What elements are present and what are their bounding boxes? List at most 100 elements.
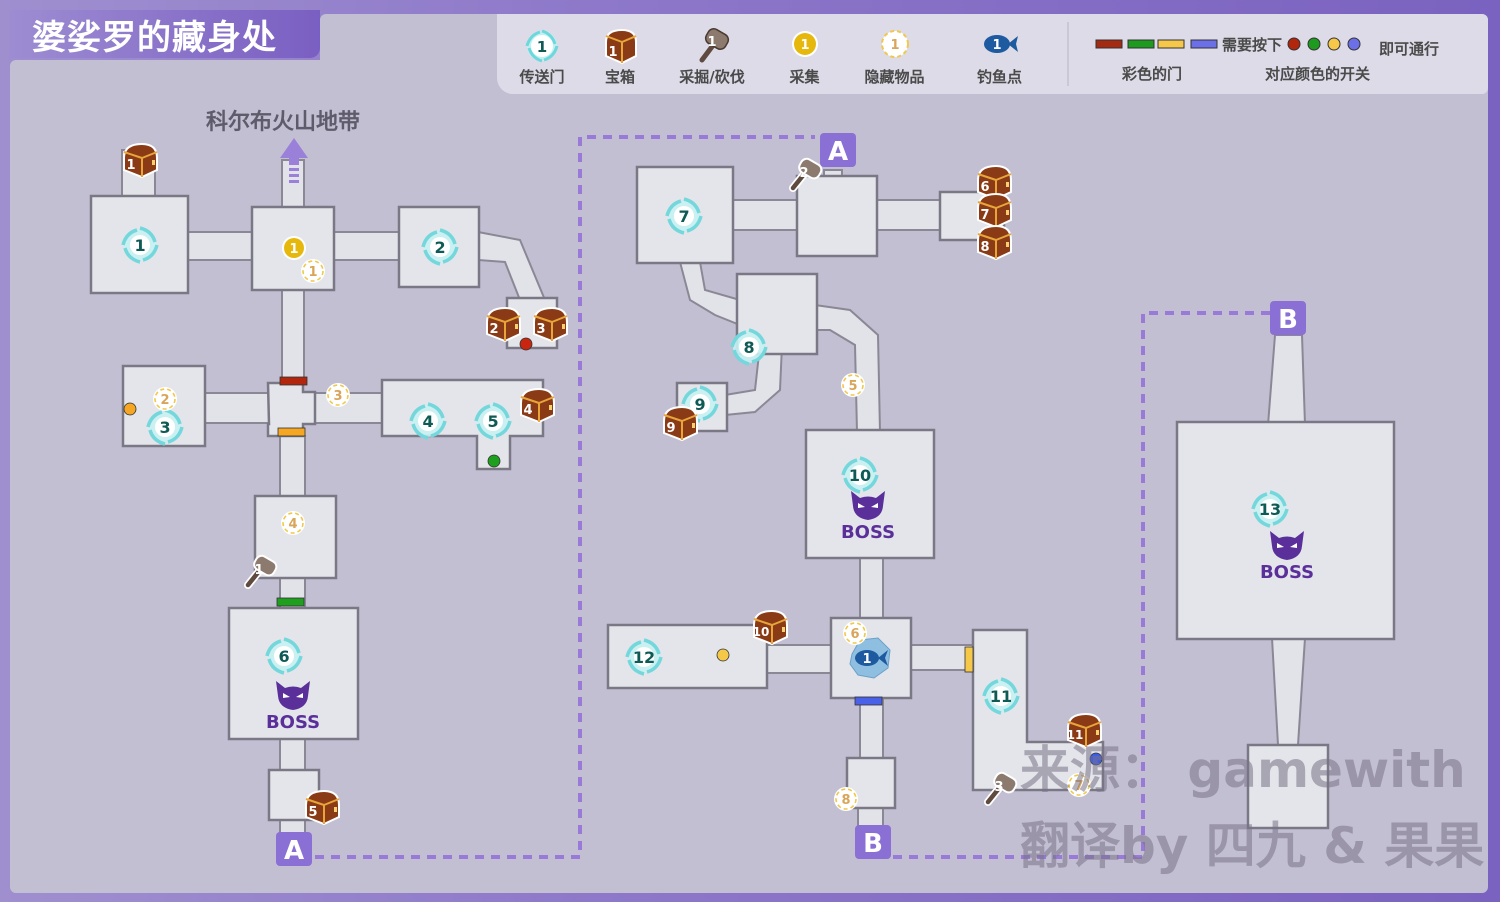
portal-7[interactable]: 7 [665,197,703,235]
chest-5[interactable]: 5 [305,790,340,825]
mining-3[interactable]: 3 [988,771,1019,802]
legend-label-gather: 采集 [789,68,820,86]
gather-1[interactable]: 1 [282,236,306,260]
chest-2[interactable]: 2 [486,307,521,342]
hidden-item-8[interactable]: 8 [833,786,859,812]
portal-6[interactable]: 6 [265,637,303,675]
chest-4[interactable]: 4 [520,388,555,423]
link-marker-a-end[interactable]: A [820,133,856,167]
pass-text: 即可通行 [1379,40,1440,58]
svg-text:2: 2 [434,238,445,257]
region-exit-label: 科尔布火山地带 [206,110,361,135]
svg-text:1: 1 [126,158,135,173]
switch-swatch-blue [1347,37,1361,51]
chest-3[interactable]: 3 [533,307,568,342]
fishing-number: 1 [862,652,871,667]
exit-arrow-icon [280,138,308,183]
switch-green[interactable] [487,454,501,468]
hidden-item-7[interactable]: 7 [1066,772,1092,798]
svg-text:11: 11 [1067,728,1084,742]
legend-item-gather: 1 采集 [767,14,842,94]
boss-2: BOSS [841,491,895,543]
svg-text:6: 6 [980,180,989,195]
legend-label-chest: 宝箱 [604,68,635,86]
svg-text:1: 1 [608,45,617,60]
room [89,194,190,295]
switch-blue[interactable] [1089,752,1103,766]
corridors [121,149,1307,839]
hidden-item-6[interactable]: 6 [842,620,868,646]
legend-item-fishing: 1 钓鱼点 [962,14,1037,94]
svg-text:1: 1 [289,242,298,257]
chest-1[interactable]: 1 [123,143,158,178]
hidden-item-3[interactable]: 3 [325,382,351,408]
door-swatch-red [1095,39,1123,49]
hidden-item-4[interactable]: 4 [280,510,306,536]
mining-2[interactable]: 2 [793,157,824,188]
hidden-item-1[interactable]: 1 [300,258,326,284]
portal-5[interactable]: 5 [474,402,512,440]
watermark-source: 来源： gamewith [1020,741,1466,799]
boss-1: BOSS [266,681,320,733]
svg-text:9: 9 [666,421,675,436]
fishing-spot-1[interactable]: 1 [849,637,891,679]
switch-swatch-red [1287,37,1301,51]
hidden-item-icon: 1 [880,30,909,58]
chest-8[interactable]: 8 [977,225,1012,260]
chests: 1 2 3 4 5 6 7 8 9 10 11 [123,143,1102,825]
chest-7[interactable]: 7 [977,193,1012,228]
switch-yellow[interactable] [716,648,730,662]
link-marker-a-start[interactable]: A [276,832,312,866]
hidden-item-2[interactable]: 2 [152,386,178,412]
portal-11[interactable]: 11 [982,677,1020,715]
portal-4[interactable]: 4 [409,402,447,440]
hidden-item-5[interactable]: 5 [840,372,866,398]
chest-10[interactable]: 10 [753,610,788,645]
legend-label-fishing: 钓鱼点 [976,68,1022,86]
legend-item-teleport: 1 传送门 [507,14,577,94]
svg-text:10: 10 [849,466,871,485]
door-orange [277,427,306,437]
svg-text:2: 2 [489,322,498,337]
portal-13[interactable]: 13 [1251,490,1289,528]
svg-text:1: 1 [134,236,145,255]
room [1246,743,1330,830]
portal-12[interactable]: 12 [625,638,663,676]
boss-label: BOSS [841,522,895,543]
legend-label-mining: 采掘/砍伐 [679,68,745,86]
svg-text:11: 11 [990,687,1012,706]
gather-coin-icon: 1 [791,31,818,57]
portal-3[interactable]: 3 [146,408,184,446]
portal-1[interactable]: 1 [121,226,159,264]
svg-text:7: 7 [678,207,689,226]
switch-orange[interactable] [123,402,137,416]
svg-text:8: 8 [743,338,754,357]
fishing-spot-icon: 1 [983,35,1018,53]
svg-text:1: 1 [308,265,317,280]
room [266,381,317,438]
svg-text:4: 4 [422,412,433,431]
door-yellow [964,646,974,673]
switch-red[interactable] [519,337,533,351]
portal-9[interactable]: 9 [681,385,719,423]
svg-text:A: A [828,137,848,167]
switch-label: 对应颜色的开关 [1265,65,1371,83]
hidden-items: 1 2 3 4 5 6 7 8 [152,258,1092,812]
portal-10[interactable]: 10 [841,456,879,494]
svg-text:5: 5 [308,805,317,820]
door-red [279,376,308,386]
link-marker-b-start[interactable]: B [855,825,891,859]
boss-label: BOSS [1260,562,1314,583]
teleport-portal-icon: 1 [525,29,559,63]
chest-6[interactable]: 6 [977,165,1012,200]
press-text: 需要按下 [1222,36,1283,54]
portals: 1 2 3 4 5 6 7 8 9 10 11 12 13 [121,197,1289,715]
portal-2[interactable]: 2 [421,228,459,266]
svg-text:3: 3 [994,780,1003,795]
link-marker-b-end[interactable]: B [1270,301,1306,335]
chest-11[interactable]: 11 [1067,713,1102,748]
mining-1[interactable]: 1 [248,554,279,585]
portal-8[interactable]: 8 [730,328,768,366]
door-green [276,597,305,607]
chest-9[interactable]: 9 [663,406,698,441]
